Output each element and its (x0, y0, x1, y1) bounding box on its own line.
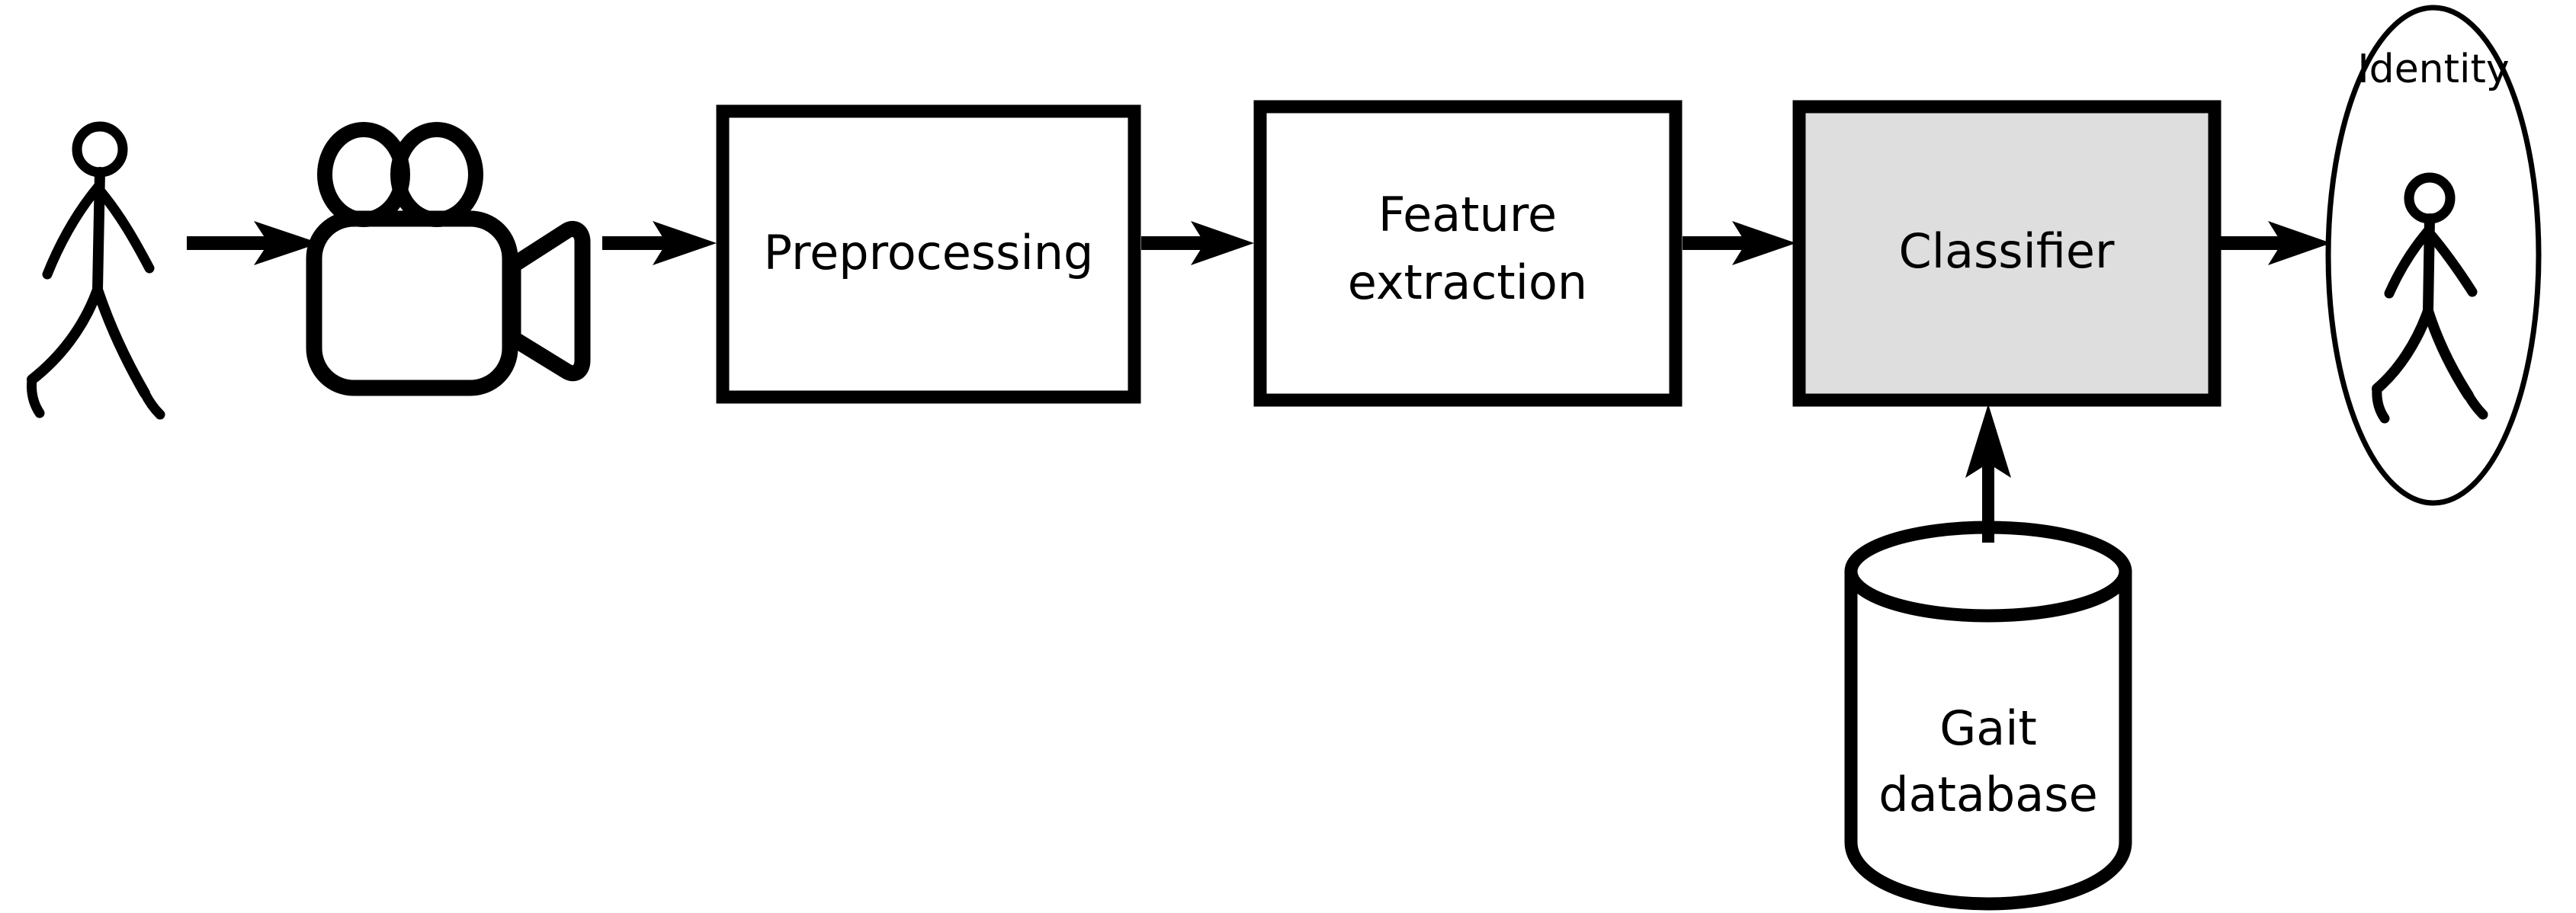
arrow-classifier-to-identity (2220, 221, 2331, 265)
feature-extraction-box[interactable]: Feature extraction (1253, 100, 1683, 407)
gait-database-label-line1: Gait (1939, 700, 2037, 756)
preprocessing-box[interactable]: Preprocessing (716, 104, 1141, 404)
gait-database-label-line2: database (1878, 767, 2097, 822)
walking-person-icon (27, 121, 165, 420)
feature-extraction-label-line2: extraction (1348, 255, 1587, 310)
classifier-label: Classifier (1898, 223, 2115, 279)
arrow-feature-extraction-to-classifier (1683, 221, 1796, 265)
arrow-subject-to-camera (187, 221, 319, 265)
video-camera-icon (306, 122, 591, 396)
identity-label: Identity (2357, 46, 2509, 92)
classifier-box[interactable]: Classifier (1792, 100, 2222, 407)
identity-ellipse[interactable]: Identity (2325, 5, 2542, 506)
arrow-camera-to-preprocessing (602, 221, 717, 265)
gait-database-cylinder[interactable]: Gait database (1844, 521, 2132, 911)
feature-extraction-label-line1: Feature (1378, 187, 1557, 242)
identified-person-icon (2372, 172, 2488, 424)
arrow-preprocessing-to-feature-extraction (1141, 221, 1254, 265)
preprocessing-label: Preprocessing (764, 225, 1094, 280)
